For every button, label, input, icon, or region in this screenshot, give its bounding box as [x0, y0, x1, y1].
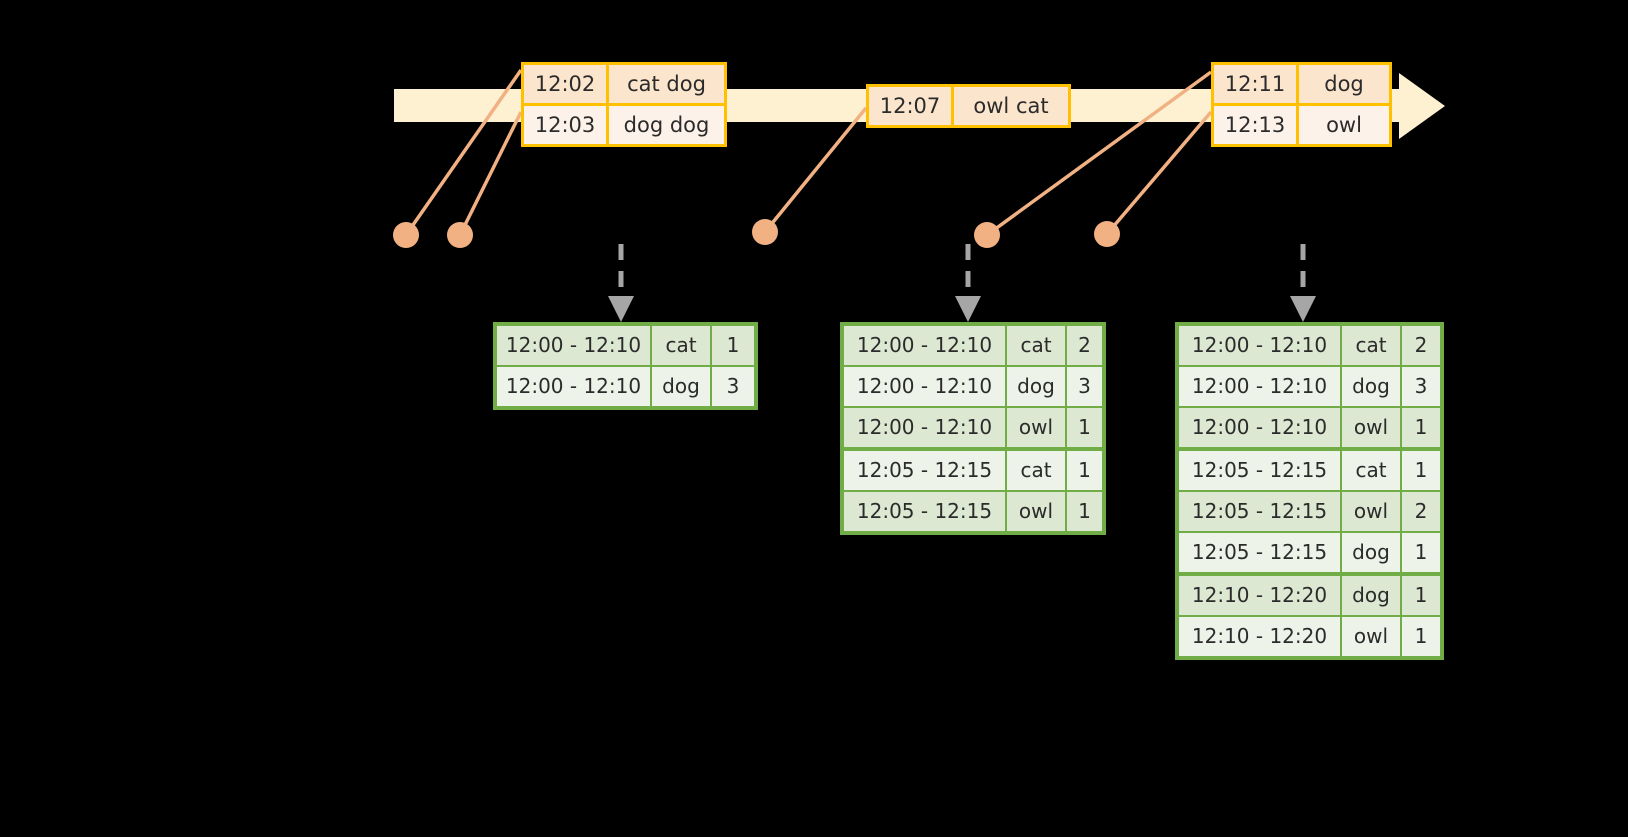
- cell-window: 12:05 - 12:15: [844, 451, 1007, 490]
- cell-key: owl: [1007, 408, 1067, 447]
- cell-window: 12:05 - 12:15: [1179, 451, 1342, 490]
- cell-window: 12:05 - 12:15: [1179, 492, 1342, 531]
- cell-key: dog: [652, 367, 712, 406]
- event-time: 12:07: [869, 87, 954, 125]
- cell-window: 12:00 - 12:10: [1179, 367, 1342, 406]
- cell-window: 12:00 - 12:10: [1179, 408, 1342, 447]
- connector-dot-3: [752, 219, 778, 245]
- cell-key: owl: [1342, 492, 1402, 531]
- event-row: 12:11 dog: [1214, 65, 1389, 103]
- event-box-3: 12:11 dog 12:13 owl: [1211, 62, 1392, 147]
- connector-dot-1: [393, 222, 419, 248]
- cell-count: 1: [1078, 499, 1091, 523]
- event-value: dog dog: [623, 113, 710, 137]
- cell-window: 12:10 - 12:20: [1179, 617, 1342, 656]
- event-time: 12:03: [524, 106, 609, 144]
- cell-window: 12:10 - 12:20: [1179, 576, 1342, 615]
- cell-count: 3: [726, 374, 740, 398]
- event-time: 12:13: [1214, 106, 1299, 144]
- event-value: dog: [1324, 72, 1364, 96]
- cell-window: 12:00 - 12:10: [844, 408, 1007, 447]
- event-value: cat dog: [627, 72, 706, 96]
- cell-window: 12:00 - 12:10: [497, 326, 652, 365]
- connector-dot-5: [1094, 221, 1120, 247]
- cell-window: 12:05 - 12:15: [844, 492, 1007, 531]
- cell-key: dog: [1342, 576, 1402, 615]
- cell-count: 1: [1414, 458, 1428, 482]
- cell-count: 2: [1414, 499, 1428, 523]
- event-row: 12:02 cat dog: [524, 65, 724, 103]
- cell-key: dog: [1342, 533, 1402, 572]
- cell-key: cat: [1342, 326, 1402, 365]
- event-box-2: 12:07 owl cat: [866, 84, 1071, 128]
- cell-window: 12:00 - 12:10: [497, 367, 652, 406]
- event-row: 12:03 dog dog: [524, 103, 724, 144]
- connector-line-5: [1105, 110, 1213, 236]
- event-row: 12:13 owl: [1214, 103, 1389, 144]
- connector-line-2: [458, 111, 523, 236]
- event-time: 12:11: [1214, 65, 1299, 103]
- cell-key: owl: [1342, 408, 1402, 447]
- event-row: 12:07 owl cat: [869, 87, 1068, 125]
- cell-count: 1: [1414, 624, 1428, 648]
- dashed-arrow-icon-1: [608, 244, 634, 322]
- cell-count: 1: [1078, 458, 1091, 482]
- timeline-arrow-icon: [1399, 73, 1445, 139]
- event-box-1: 12:02 cat dog 12:03 dog dog: [521, 62, 727, 147]
- cell-window: 12:00 - 12:10: [844, 326, 1007, 365]
- event-value: owl: [1326, 113, 1362, 137]
- cell-count: 3: [1414, 374, 1428, 398]
- cell-key: cat: [652, 326, 712, 365]
- cell-key: cat: [1007, 451, 1067, 490]
- cell-key: cat: [1342, 451, 1402, 490]
- cell-count: 1: [1078, 415, 1091, 439]
- cell-key: dog: [1342, 367, 1402, 406]
- cell-window: 12:05 - 12:15: [1179, 533, 1342, 572]
- cell-window: 12:00 - 12:10: [1179, 326, 1342, 365]
- cell-key: owl: [1342, 617, 1402, 656]
- event-time: 12:02: [524, 65, 609, 103]
- dashed-arrow-icon-2: [955, 244, 981, 322]
- cell-count: 3: [1078, 374, 1091, 398]
- cell-count: 1: [1414, 540, 1428, 564]
- event-value: owl cat: [973, 94, 1049, 118]
- cell-window: 12:00 - 12:10: [844, 367, 1007, 406]
- cell-count: 2: [1078, 333, 1091, 357]
- dashed-arrow-icon-3: [1290, 244, 1316, 322]
- connector-dot-2: [447, 222, 473, 248]
- cell-key: owl: [1007, 492, 1067, 531]
- cell-key: cat: [1007, 326, 1067, 365]
- cell-count: 1: [726, 333, 740, 357]
- cell-key: dog: [1007, 367, 1067, 406]
- cell-count: 2: [1414, 333, 1428, 357]
- connector-line-3: [763, 106, 868, 234]
- cell-count: 1: [1414, 415, 1428, 439]
- cell-count: 1: [1414, 583, 1428, 607]
